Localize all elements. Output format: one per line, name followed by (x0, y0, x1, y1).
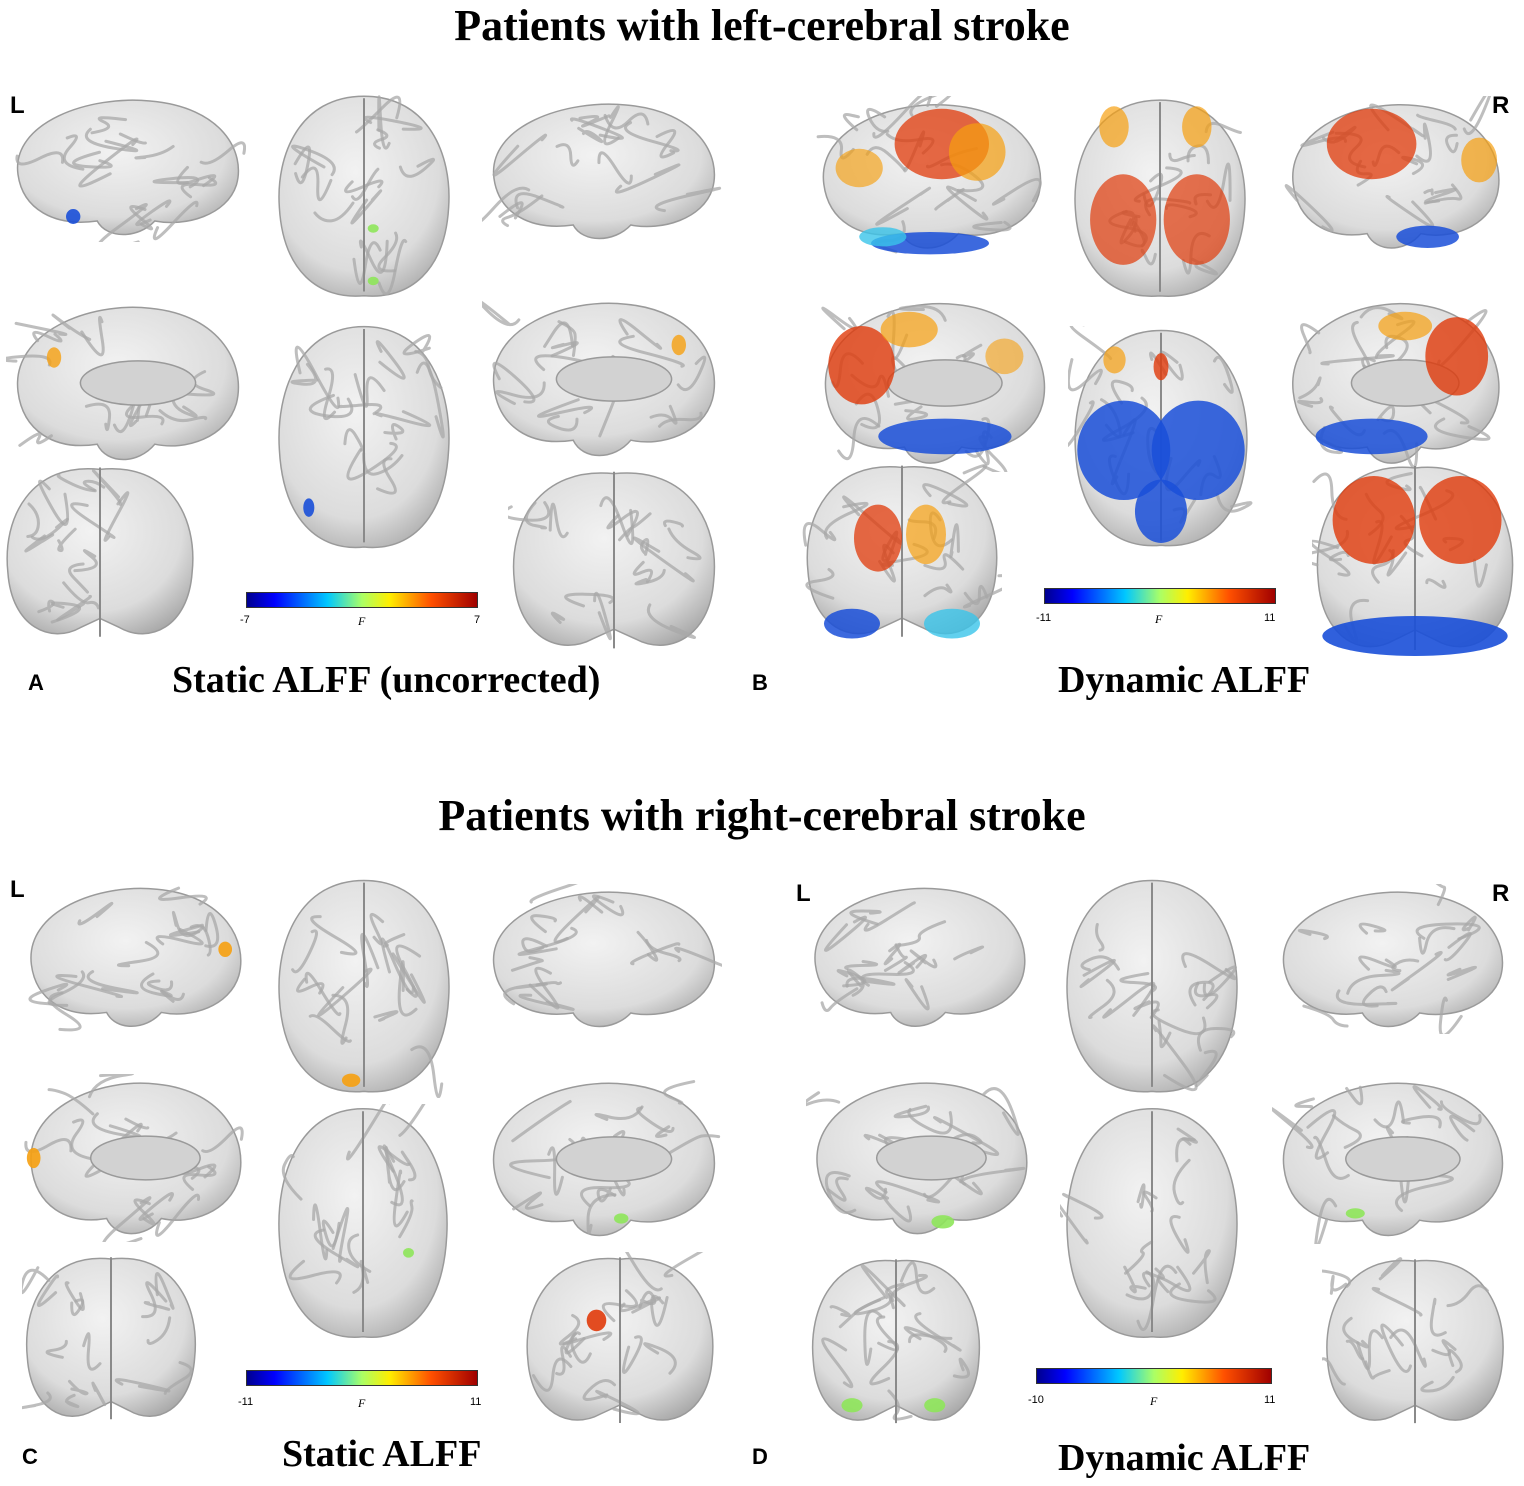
brain-d-left-lateral (814, 887, 1026, 1027)
brain-b-left-lateral (816, 96, 1042, 255)
brain-d-ventral (1060, 1108, 1238, 1338)
colorbar-a-min: -7 (240, 614, 250, 626)
panel-letter-b: B (752, 670, 768, 695)
brain-a-frontal (6, 467, 194, 637)
brain-b-occipital (1312, 466, 1514, 656)
colorbar-d-min: -10 (1028, 1394, 1044, 1406)
panel-title-d: Dynamic ALFF (1058, 1437, 1311, 1479)
brain-b-dorsal (1074, 99, 1246, 297)
colorbar-b-f: F (1155, 612, 1163, 626)
left-hemisphere-label-c: L (10, 876, 25, 903)
colorbar-b-min: -11 (1036, 612, 1052, 624)
colorbar-c-max: 11 (470, 1396, 482, 1408)
brain-b-right-lateral (1284, 96, 1500, 249)
brain-c-right-lateral (492, 884, 722, 1028)
brain-d-frontal (811, 1259, 981, 1424)
right-hemisphere-label-top: R (1492, 92, 1510, 119)
panel-letter-a: A (28, 670, 44, 695)
brain-a-dorsal (278, 95, 450, 297)
brain-d-dorsal (1066, 879, 1238, 1093)
brain-a-occipital (508, 471, 716, 649)
left-hemisphere-label-top: L (10, 92, 25, 119)
brain-c-left-lateral (28, 886, 242, 1032)
colorbar-a-f: F (358, 614, 366, 628)
brain-a-right-medial (482, 300, 716, 457)
panel-title-c: Static ALFF (282, 1433, 482, 1475)
colorbar-b (1044, 588, 1276, 604)
brain-d-right-medial (1272, 1082, 1504, 1244)
brain-a-left-medial (6, 306, 240, 461)
brain-c-dorsal (278, 879, 450, 1098)
brain-d-occipital (1322, 1257, 1504, 1424)
colorbar-c (246, 1370, 478, 1386)
brain-c-left-medial (24, 1074, 244, 1242)
panel-title-b: Dynamic ALFF (1058, 659, 1311, 701)
brain-a-right-lateral (482, 103, 722, 240)
right-hemisphere-label-d: R (1492, 880, 1510, 907)
section-title-right-stroke: Patients with right-cerebral stroke (438, 791, 1086, 840)
colorbar-c-f: F (358, 1396, 366, 1410)
brain-a-left-lateral (15, 99, 246, 242)
brain-c-occipital (526, 1252, 714, 1423)
brain-c-frontal (22, 1257, 197, 1420)
colorbar-a (246, 592, 478, 608)
brain-c-ventral (278, 1104, 448, 1338)
colorbar-d (1036, 1368, 1272, 1384)
colorbar-b-max: 11 (1264, 612, 1276, 624)
brain-b-right-medial (1292, 303, 1500, 469)
brain-b-left-medial (821, 303, 1046, 472)
panel-letter-c: C (22, 1444, 38, 1469)
panel-letter-d: D (752, 1444, 768, 1469)
brain-d-left-medial (806, 1082, 1028, 1235)
left-hemisphere-label-d: L (796, 880, 811, 907)
section-title-left-stroke: Patients with left-cerebral stroke (454, 1, 1070, 50)
colorbar-d-max: 11 (1264, 1394, 1276, 1406)
panel-title-a: Static ALFF (uncorrected) (172, 659, 601, 701)
colorbar-d-f: F (1150, 1394, 1158, 1408)
brain-b-ventral (1068, 326, 1253, 547)
brain-a-ventral (278, 325, 450, 549)
brain-d-right-lateral (1282, 884, 1504, 1034)
colorbar-a-max: 7 (474, 614, 481, 626)
brain-c-right-medial (492, 1080, 721, 1237)
brain-b-frontal (802, 464, 1002, 639)
colorbar-c-min: -11 (238, 1396, 254, 1408)
